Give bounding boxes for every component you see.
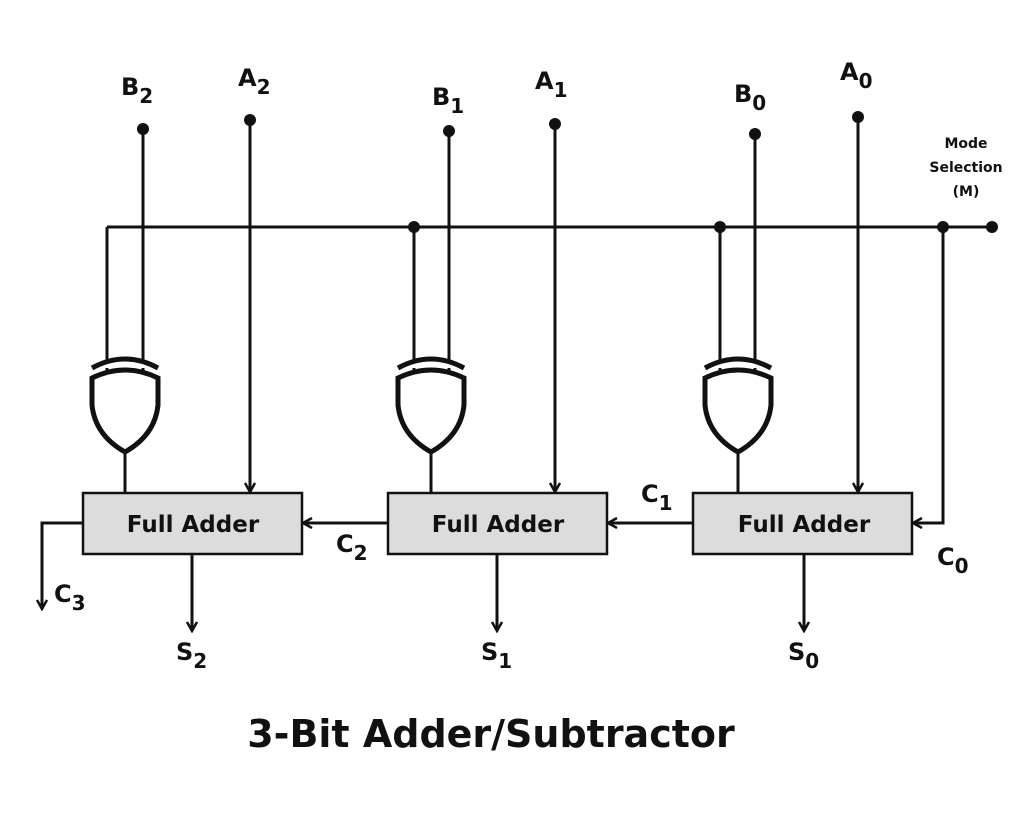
svg-text:C1: C1: [641, 480, 673, 515]
svg-text:C3: C3: [54, 580, 86, 615]
svg-text:S2: S2: [176, 638, 207, 673]
svg-text:A2: A2: [238, 64, 271, 99]
svg-text:S0: S0: [788, 638, 819, 673]
mode-label-line3: (M): [953, 184, 980, 200]
label-a0: A0: [840, 58, 873, 93]
svg-text:B0: B0: [734, 80, 766, 115]
svg-text:B2: B2: [121, 73, 153, 108]
label-s1: S1: [481, 638, 512, 673]
xor-gate-2: [89, 356, 161, 493]
mode-label-line1: Mode: [944, 136, 987, 152]
c3-wire: [42, 521, 83, 609]
input-a1: [549, 118, 561, 492]
label-c3: C3: [54, 580, 86, 615]
full-adder-0-label: Full Adder: [738, 512, 871, 538]
c0-wire: [913, 227, 945, 523]
svg-text:C2: C2: [336, 530, 368, 565]
label-b2: B2: [121, 73, 153, 108]
full-adder-2: Full Adder: [81, 491, 304, 556]
mode-input-terminal[interactable]: [986, 221, 998, 233]
input-b0: [749, 128, 761, 385]
xor-gate-1: [395, 356, 467, 493]
input-a2: [244, 114, 256, 492]
label-a1: A1: [535, 67, 568, 102]
diagram-title: 3-Bit Adder/Subtractor: [247, 712, 735, 756]
label-s0: S0: [788, 638, 819, 673]
svg-text:B1: B1: [432, 83, 464, 118]
svg-text:A1: A1: [535, 67, 568, 102]
svg-text:C0: C0: [937, 543, 969, 578]
input-b1: [443, 125, 455, 385]
xor-gate-0: [702, 356, 774, 493]
svg-text:S1: S1: [481, 638, 512, 673]
mode-label-line2: Selection: [929, 160, 1002, 176]
label-a2: A2: [238, 64, 271, 99]
full-adder-2-label: Full Adder: [127, 512, 260, 538]
input-a0: [852, 111, 864, 492]
label-c1: C1: [641, 480, 673, 515]
mode-bus: [105, 221, 998, 523]
input-b2: [137, 123, 149, 385]
label-c0: C0: [937, 543, 969, 578]
label-b1: B1: [432, 83, 464, 118]
label-b0: B0: [734, 80, 766, 115]
label-c2: C2: [336, 530, 368, 565]
full-adder-1-label: Full Adder: [432, 512, 565, 538]
full-adder-1: Full Adder: [386, 491, 609, 556]
full-adder-0: Full Adder: [691, 491, 914, 556]
label-s2: S2: [176, 638, 207, 673]
svg-text:A0: A0: [840, 58, 873, 93]
